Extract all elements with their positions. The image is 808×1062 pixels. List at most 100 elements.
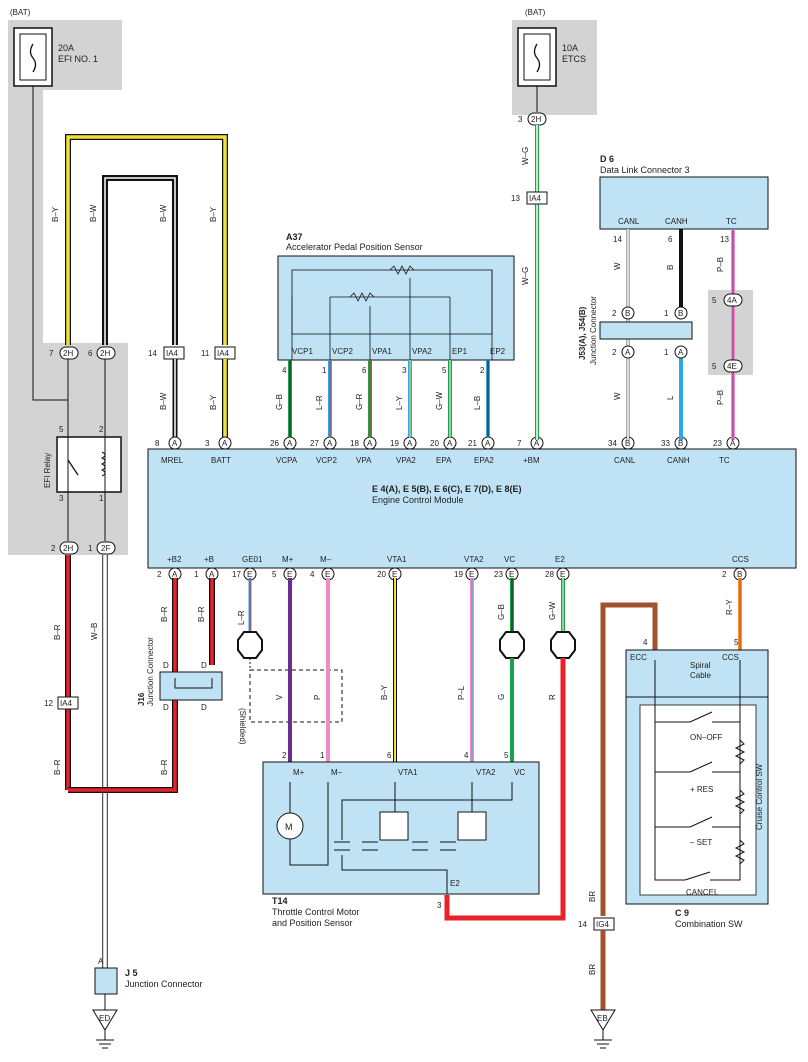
efi-zone-strip: [8, 88, 43, 343]
svg-text:B: B: [678, 309, 683, 318]
wire-code-g-vc: G: [497, 694, 506, 700]
shield-box: [249, 669, 343, 723]
svg-text:4A: 4A: [727, 296, 737, 305]
pin-name: GE01: [242, 555, 263, 564]
t14-id: T14: [272, 896, 288, 906]
efi-fuse-name: EFI NO. 1: [58, 54, 98, 64]
svg-text:CANCEL: CANCEL: [686, 888, 719, 897]
etcs-fuse-name: ETCS: [562, 54, 586, 64]
svg-text:VTA1: VTA1: [398, 768, 418, 777]
svg-text:CANH: CANH: [665, 217, 688, 226]
pin-number: 23: [494, 570, 503, 579]
wire-code-br-eb: BR: [588, 964, 597, 975]
pin-number: 19: [454, 570, 463, 579]
efi-fuse: (BAT) 20A EFI NO. 1: [10, 8, 98, 87]
pin-name: +BM: [523, 456, 540, 465]
pin-name: M–: [320, 555, 332, 564]
t14-name: Throttle Control Motor: [272, 907, 360, 917]
pin-name: VCPA: [276, 456, 298, 465]
a37-wire: G–B: [275, 360, 292, 437]
svg-text:TC: TC: [726, 217, 737, 226]
a37-term: VPA2: [412, 347, 432, 356]
wire-code-r-e2: R: [548, 694, 557, 700]
svg-text:A: A: [625, 348, 631, 357]
wire-bw-loop: [102, 175, 178, 345]
a37-wire: G–R: [355, 360, 372, 437]
efi-relay: 5 2 3 1 EFI Relay: [32, 86, 122, 503]
wire-code-l-low: L: [666, 395, 675, 400]
wire-code-br-j16b: B–R: [197, 606, 206, 622]
wire-by-loop: [65, 134, 228, 345]
j5-id: J 5: [125, 968, 138, 978]
a37-wire: L–B: [473, 360, 490, 437]
svg-text:2F: 2F: [101, 544, 110, 553]
relay-pin-1: 1: [99, 494, 104, 503]
pin-conn-letter: A: [222, 439, 228, 448]
pin-number: 1: [194, 570, 199, 579]
efi-fuse-rating: 20A: [58, 43, 74, 53]
pin-name: +B2: [167, 555, 182, 564]
wire-code-gw-e2: G–W: [548, 601, 557, 620]
svg-text:IA4: IA4: [166, 349, 179, 358]
pin-name: VCP2: [316, 456, 337, 465]
pin-name: E2: [555, 555, 565, 564]
ecm-title: E 4(A), E 5(B), E 6(C), E 7(D), E 8(E): [372, 484, 522, 494]
svg-text:CCS: CCS: [722, 653, 739, 662]
svg-text:IG4: IG4: [596, 920, 609, 929]
svg-text:4: 4: [464, 751, 469, 760]
svg-text:2: 2: [612, 348, 617, 357]
a37-term: VPA1: [372, 347, 392, 356]
svg-text:2H: 2H: [531, 115, 541, 124]
a37-pin-num: 4: [282, 366, 287, 375]
svg-text:B: B: [625, 309, 630, 318]
shielded-label: (Shielded): [238, 708, 247, 745]
etcs-fuse: (BAT) 10A ETCS: [517, 8, 586, 87]
ground-ed: ED: [92, 994, 118, 1049]
a37-pin-num: 6: [362, 366, 367, 375]
svg-text:2H: 2H: [63, 544, 73, 553]
a37-wire: G–W: [435, 360, 452, 437]
wire-code-pb-d6: P–B: [716, 257, 725, 272]
conn-2h-lower: 2H 2 2F 1: [51, 492, 116, 555]
wire-code-b-d6: B: [666, 265, 675, 270]
svg-text:6: 6: [387, 751, 392, 760]
svg-text:7: 7: [49, 349, 54, 358]
wire-code-br-left: B–R: [53, 624, 62, 640]
wire-code-br-bottom2: B–R: [160, 759, 169, 775]
pin-conn-letter: B: [737, 570, 742, 579]
relay-pin-3: 3: [59, 494, 64, 503]
svg-text:5: 5: [504, 751, 509, 760]
cruise-control-label: Cruise Control SW: [755, 763, 764, 830]
relay-pin-5: 5: [59, 425, 64, 434]
pin-conn-letter: A: [730, 439, 736, 448]
j53-id: J53(A), J54(B): [578, 306, 587, 360]
d6-name: Data Link Connector 3: [600, 165, 690, 175]
pin-conn-letter: E: [247, 570, 252, 579]
d6-connector: D 6 Data Link Connector 3 CANL CANH TC 1…: [599, 154, 769, 244]
svg-text:D: D: [201, 703, 207, 712]
pin-number: 7: [517, 439, 522, 448]
j5-name: Junction Connector: [125, 979, 203, 989]
j53-name: Junction Connector: [589, 296, 598, 365]
a37-term: EP1: [452, 347, 468, 356]
pin-conn-letter: E: [469, 570, 474, 579]
t14-throttle: T14 Throttle Control Motor and Position …: [262, 751, 540, 928]
pin-name: BATT: [211, 456, 231, 465]
svg-text:13: 13: [720, 235, 729, 244]
a37-pin-num: 5: [442, 366, 447, 375]
wire-code-bw-vert: B–W: [159, 392, 168, 410]
svg-text:D: D: [163, 703, 169, 712]
wire-code-pl-vta2: P–L: [457, 685, 466, 700]
pin-number: 8: [155, 439, 160, 448]
t14-motor: M: [285, 822, 293, 832]
pin-number: 18: [350, 439, 359, 448]
wire-code-br-c9: BR: [588, 891, 597, 902]
j16-name: Junction Connector: [146, 637, 155, 706]
svg-text:11: 11: [201, 349, 210, 358]
c9-cable: Cable: [690, 671, 711, 680]
